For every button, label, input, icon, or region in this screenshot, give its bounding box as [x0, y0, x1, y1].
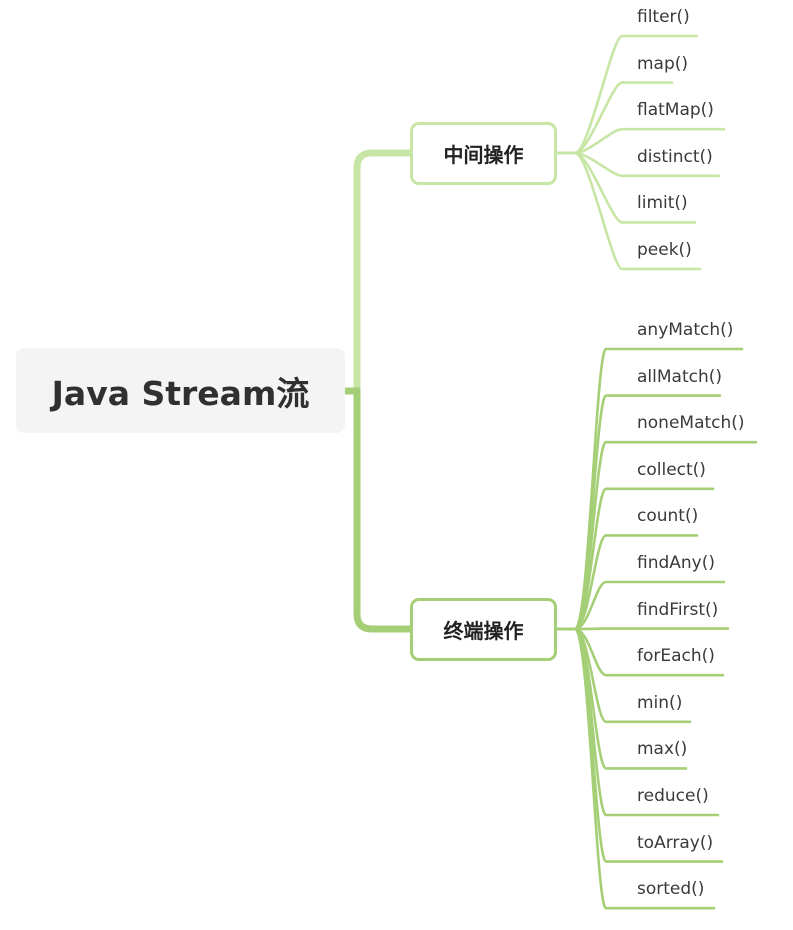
leaf-node[interactable]: findAny() [637, 553, 716, 573]
leaf-node[interactable]: toArray() [637, 832, 714, 853]
leaf-node[interactable]: max() [637, 739, 688, 760]
leaf-node[interactable]: allMatch() [637, 366, 722, 387]
leaf-node[interactable]: limit() [637, 193, 688, 214]
leaf-connector [573, 127, 726, 155]
leaf-node[interactable]: reduce() [637, 786, 709, 806]
leaf-node[interactable]: peek() [637, 240, 692, 260]
leaf-node[interactable]: collect() [637, 459, 706, 480]
trunk-connector-intermediate [341, 149, 414, 395]
leaf-connector [573, 627, 716, 910]
branch-node-terminal-ops[interactable]: 终端操作 [410, 598, 557, 661]
branch-node-intermediate-ops[interactable]: 中间操作 [410, 122, 557, 185]
root-node[interactable]: Java Stream流 [16, 348, 345, 433]
leaf-connector [573, 81, 674, 155]
branch-node-label: 终端操作 [443, 619, 524, 643]
leaf-node[interactable]: forEach() [637, 646, 715, 667]
leaf-node[interactable]: distinct() [637, 146, 713, 167]
branch-node-label: 中间操作 [443, 143, 524, 167]
leaf-node[interactable]: anyMatch() [637, 320, 734, 340]
leaf-connector [573, 534, 699, 631]
leaf-node[interactable]: count() [637, 506, 699, 527]
leaf-node[interactable]: sorted() [637, 879, 705, 900]
trunk-connector-terminal [341, 387, 414, 633]
leaf-node[interactable]: map() [637, 53, 689, 74]
leaf-node[interactable]: flatMap() [637, 100, 714, 121]
leaf-node[interactable]: noneMatch() [637, 413, 745, 434]
leaf-node[interactable]: filter() [637, 7, 690, 27]
leaf-connector [573, 151, 702, 271]
root-node-label: Java Stream流 [51, 373, 310, 413]
leaf-connector [573, 580, 726, 631]
leaf-connector [573, 34, 699, 155]
leaf-node[interactable]: findFirst() [637, 599, 719, 620]
leaf-node[interactable]: min() [637, 692, 683, 713]
